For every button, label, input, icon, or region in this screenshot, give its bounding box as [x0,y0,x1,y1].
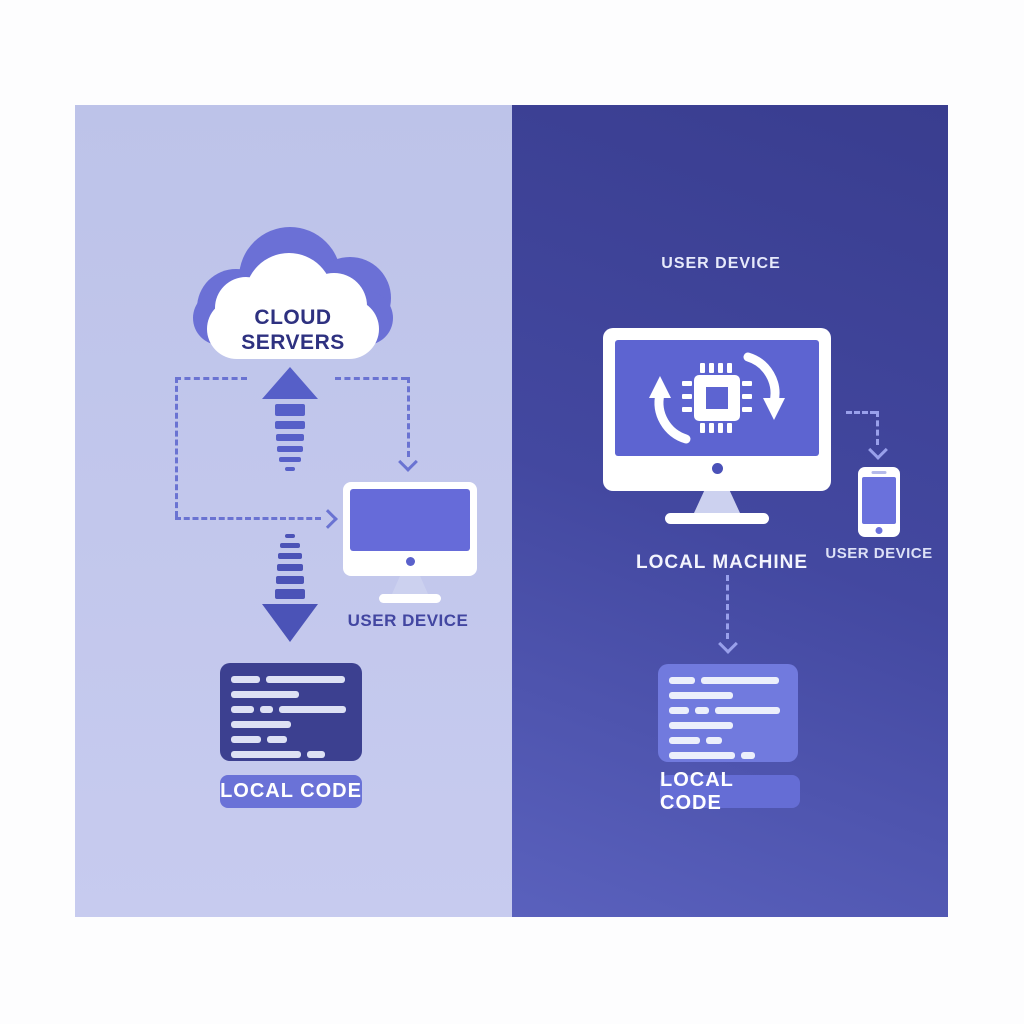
cloud-icon: CLOUD SERVERS [191,225,395,361]
chip-sync-icon [649,352,785,444]
dashed-path-top-left [175,377,247,380]
user-device-top-label: USER DEVICE [661,255,781,272]
dashed-path-bottom [175,517,321,520]
phone-user-device-label: USER DEVICE [825,545,933,562]
dashed-connector-to-phone [846,411,876,414]
smartphone-icon [858,467,900,537]
local-code-badge: LOCAL CODE [660,769,800,814]
dashed-path-top-right [335,377,407,380]
dashed-path-left [175,377,178,517]
upload-arrow-icon [262,367,318,471]
arrowhead-down-icon [718,634,738,654]
local-code-badge: LOCAL CODE [220,775,362,808]
local-machine-label: LOCAL MACHINE [635,552,809,573]
cloud-servers-label: CLOUD SERVERS [241,306,345,355]
code-block-icon [220,663,362,761]
arrowhead-down-icon [868,440,888,460]
dashed-connector-to-phone-drop [876,411,879,445]
arrowhead-down-icon [398,452,418,472]
dashed-arrow-to-code [726,575,729,639]
desktop-monitor-icon [603,328,831,524]
download-arrow-icon [262,534,318,642]
arrowhead-right-icon [318,509,338,529]
desktop-monitor-icon [343,482,477,603]
dashed-path-right [407,377,410,457]
code-block-icon [658,664,798,762]
user-device-label: USER DEVICE [347,611,469,630]
cloud-architecture-panel: CLOUD SERVERS USER DEVI [75,105,512,917]
local-architecture-panel: USER DEVICE [512,105,948,917]
